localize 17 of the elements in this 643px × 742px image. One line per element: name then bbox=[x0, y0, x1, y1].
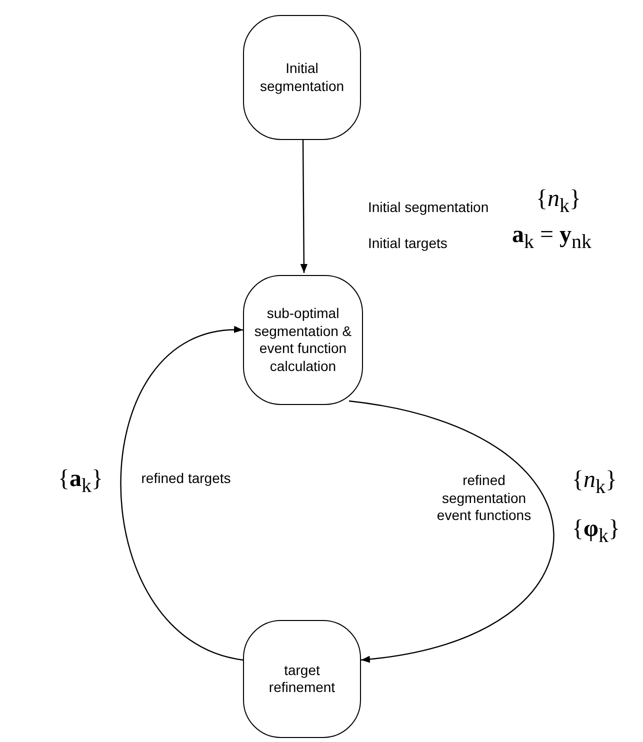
math-label: {φ$_{k}$} bbox=[572, 516, 620, 548]
math-label: {n$_{k}$} bbox=[536, 186, 582, 218]
arrow bbox=[300, 140, 308, 273]
node-label: target refinement bbox=[268, 662, 336, 696]
arrow bbox=[348, 400, 554, 662]
annotation-text: refined segmentation event functions bbox=[436, 472, 532, 524]
annotation-text: Initial segmentation bbox=[368, 199, 489, 216]
arrow bbox=[120, 327, 244, 661]
annotation-text: Initial targets bbox=[368, 235, 448, 252]
math-label: {a$_{k}$} bbox=[58, 466, 104, 498]
start-box bbox=[243, 15, 361, 140]
process-box bbox=[243, 620, 361, 738]
math-label: {n$_{k}$} bbox=[572, 467, 618, 499]
process-box bbox=[243, 275, 363, 405]
node-label: Initial segmentation bbox=[258, 60, 346, 95]
node-label: sub-optimal segmentation & event function calculation bbox=[253, 305, 353, 375]
annotation-text: refined targets bbox=[140, 470, 232, 488]
